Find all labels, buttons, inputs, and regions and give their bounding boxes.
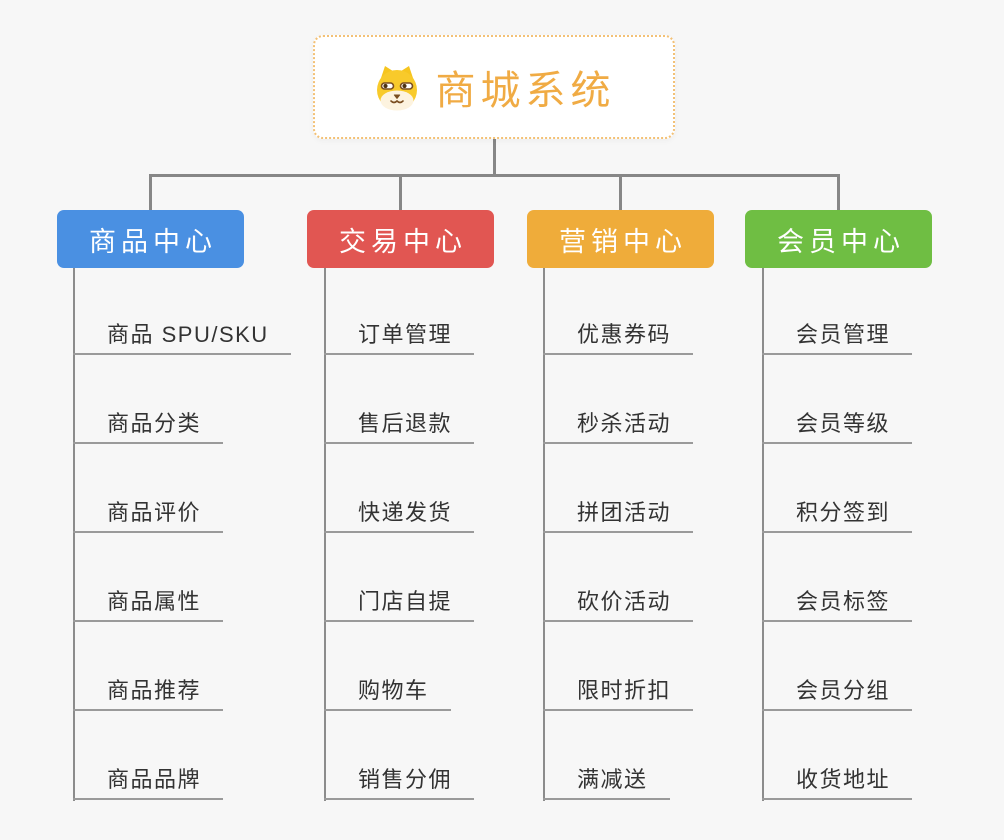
leaf-node[interactable]: 售后退款: [324, 411, 475, 444]
leaf-node[interactable]: 会员分组: [762, 678, 913, 711]
connector-drop-product: [149, 174, 152, 210]
connector-drop-marketing: [619, 174, 622, 210]
leaf-node[interactable]: 收货地址: [762, 767, 913, 800]
leaf-node[interactable]: 砍价活动: [543, 589, 694, 622]
connector-root-stub: [493, 139, 496, 177]
branch-node-marketing-center[interactable]: 营销中心: [527, 210, 714, 268]
connector-trunk-trade: [324, 268, 326, 801]
leaf-node[interactable]: 会员标签: [762, 589, 913, 622]
leaf-node[interactable]: 商品品牌: [73, 767, 224, 800]
connector-trunk-product: [73, 268, 75, 801]
root-title: 商城系统: [435, 69, 616, 113]
leaf-node[interactable]: 商品分类: [73, 411, 224, 444]
leaf-node[interactable]: 门店自提: [324, 589, 475, 622]
root-node[interactable]: 商城系统: [313, 35, 675, 139]
leaf-node[interactable]: 商品评价: [73, 500, 224, 533]
leaf-node[interactable]: 订单管理: [324, 322, 475, 355]
dog-icon: [376, 66, 417, 111]
leaf-node[interactable]: 秒杀活动: [543, 411, 694, 444]
leaf-node[interactable]: 商品推荐: [73, 678, 224, 711]
leaf-node[interactable]: 优惠券码: [543, 322, 694, 355]
leaf-node[interactable]: 购物车: [324, 678, 451, 711]
connector-trunk-member: [762, 268, 764, 801]
leaf-node[interactable]: 销售分佣: [324, 767, 475, 800]
leaf-node[interactable]: 商品 SPU/SKU: [73, 322, 291, 355]
connector-drop-member: [837, 174, 840, 210]
connector-horizontal-bar: [149, 174, 840, 177]
branch-node-trade-center[interactable]: 交易中心: [307, 210, 494, 268]
connector-trunk-marketing: [543, 268, 545, 801]
leaf-node[interactable]: 限时折扣: [543, 678, 694, 711]
leaf-node[interactable]: 拼团活动: [543, 500, 694, 533]
branch-node-product-center[interactable]: 商品中心: [57, 210, 244, 268]
branch-node-member-center[interactable]: 会员中心: [745, 210, 932, 268]
leaf-node[interactable]: 会员管理: [762, 322, 913, 355]
leaf-node[interactable]: 商品属性: [73, 589, 224, 622]
leaf-node[interactable]: 满减送: [543, 767, 670, 800]
connector-drop-trade: [399, 174, 402, 210]
leaf-node[interactable]: 快递发货: [324, 500, 475, 533]
leaf-node[interactable]: 会员等级: [762, 411, 913, 444]
leaf-node[interactable]: 积分签到: [762, 500, 913, 533]
